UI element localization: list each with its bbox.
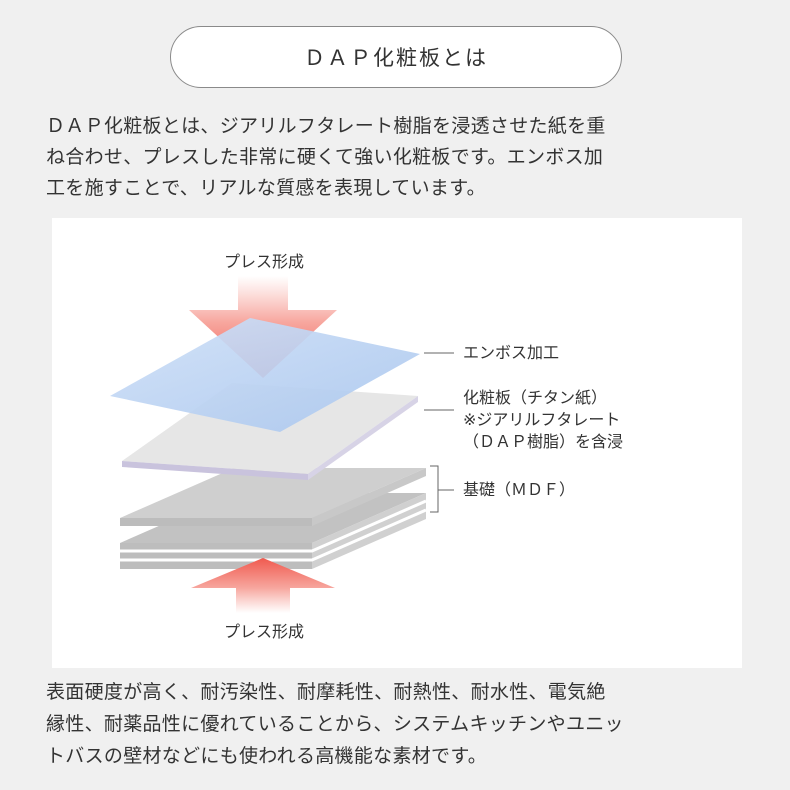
outro-line: トバスの壁材などにも使われる高機能な素材です。 <box>46 745 488 767</box>
outro-line: 表面硬度が高く、耐汚染性、耐摩耗性、耐熱性、耐水性、電気絶 <box>46 681 606 703</box>
layer-diagram-graphic <box>110 276 454 613</box>
layer-diagram: プレス形成 エンボス加工 化粧板（チタン紙） ※ジアリルフタレート （ＤＡＰ樹脂… <box>52 218 742 668</box>
base-bracket <box>430 465 439 513</box>
outro-paragraph: 表面硬度が高く、耐汚染性、耐摩耗性、耐熱性、耐水性、電気絶 縁性、耐薬品性に優れ… <box>46 676 750 772</box>
base-label: 基礎（ＭＤＦ） <box>463 480 576 499</box>
intro-line: ね合わせ、プレスした非常に硬くて強い化粧板です。エンボス加 <box>46 146 604 168</box>
paper-note-line1: ※ジアリルフタレート <box>463 410 621 429</box>
section-title: ＤＡＰ化粧板とは <box>170 26 622 88</box>
intro-line: 工を施すことで、リアルな質感を表現しています。 <box>46 177 486 199</box>
intro-paragraph: ＤＡＰ化粧板とは、ジアリルフタレート樹脂を浸透させた紙を重 ね合わせ、プレスした… <box>46 111 750 204</box>
emboss-layer <box>110 318 420 432</box>
section-title-text: ＤＡＰ化粧板とは <box>304 46 488 70</box>
press-arrow-up-icon <box>191 558 335 613</box>
emboss-label: エンボス加工 <box>463 343 560 362</box>
intro-line: ＤＡＰ化粧板とは、ジアリルフタレート樹脂を浸透させた紙を重 <box>46 115 606 137</box>
paper-note-line2: （ＤＡＰ樹脂）を含浸 <box>463 432 624 451</box>
press-label-top: プレス形成 <box>224 252 305 271</box>
base-mdf-layers <box>120 468 427 569</box>
outro-line: 縁性、耐薬品性に優れていることから、システムキッチンやユニッ <box>46 713 624 735</box>
press-label-bottom: プレス形成 <box>224 622 305 641</box>
paper-label: 化粧板（チタン紙） <box>463 388 608 407</box>
